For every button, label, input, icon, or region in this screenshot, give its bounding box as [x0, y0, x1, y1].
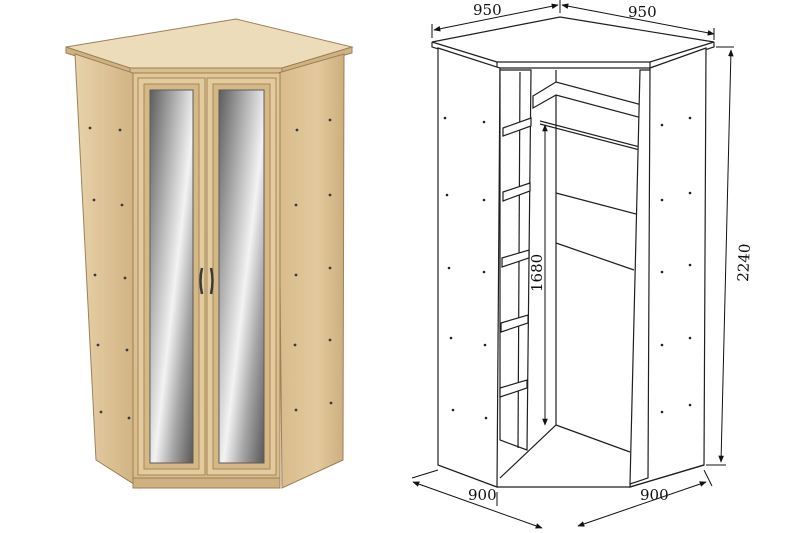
line-front-right-post — [629, 69, 651, 485]
line-back-groove-2 — [555, 242, 635, 271]
dim-label-height: 2240 — [734, 243, 754, 282]
plinth — [132, 477, 281, 489]
left-mirror — [149, 89, 194, 464]
dimension-arrow-icon — [433, 3, 559, 32]
line-shelves — [499, 117, 532, 398]
right-side-panel — [277, 53, 345, 489]
dim-height-arrow — [718, 49, 734, 463]
screw-dots — [88, 118, 333, 420]
line-floor — [499, 424, 631, 479]
wardrobe-line-drawing — [431, 16, 715, 488]
dim-label-bottom-left: 900 — [468, 486, 497, 504]
line-screw-dots — [443, 116, 692, 420]
dim-bottom-left-arrow — [412, 481, 543, 529]
line-left-side — [437, 47, 501, 488]
dim-ext-br — [703, 469, 713, 487]
line-cornice-edge — [431, 42, 715, 69]
door-handle-icon — [199, 267, 214, 295]
dim-top-right-arrow — [561, 3, 715, 36]
line-plinth — [437, 464, 705, 488]
right-mirror — [218, 89, 265, 464]
line-cornice-top — [431, 16, 715, 63]
line-back-groove-1 — [555, 192, 641, 216]
dim-label-rail-height: 1680 — [528, 254, 546, 292]
dim-label-top-left: 950 — [473, 1, 502, 19]
wardrobe-render — [65, 18, 354, 489]
line-hanging-rail-lower — [539, 123, 641, 151]
dim-ext-bl-a — [411, 469, 439, 479]
line-top-shelf — [532, 81, 643, 119]
line-hanging-rail — [539, 120, 641, 148]
dim-bottom-right-arrow — [577, 481, 707, 527]
dimension-lines — [411, 0, 734, 529]
dim-label-bottom-right: 900 — [640, 486, 669, 504]
left-side-panel — [74, 53, 141, 489]
dim-label-top-right: 950 — [628, 3, 657, 21]
